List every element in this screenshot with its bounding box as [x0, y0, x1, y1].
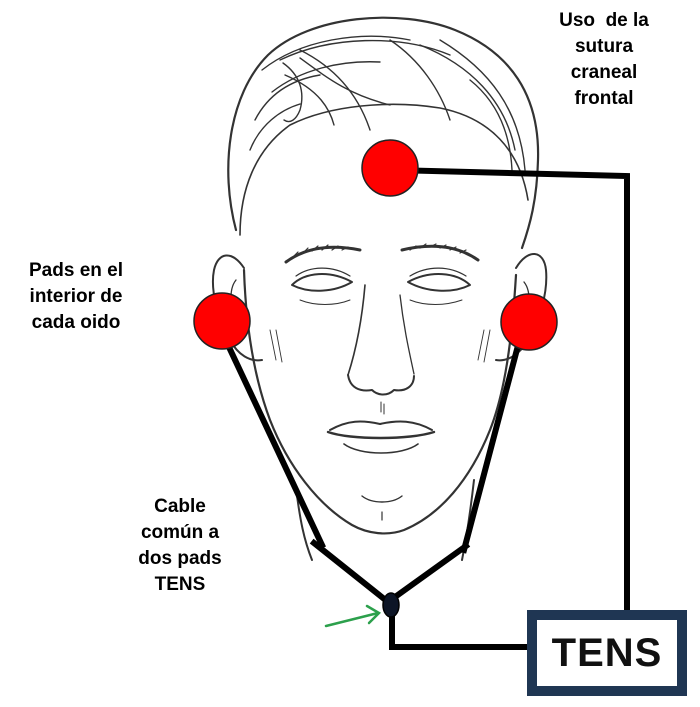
hair-strands — [249, 35, 526, 171]
face-illustration — [212, 16, 548, 561]
nose-bottom — [347, 374, 415, 396]
frontal-pad — [361, 139, 419, 197]
nose-right — [399, 294, 415, 375]
hair-outline — [227, 16, 540, 250]
ear-label-line-1: Pads en el — [29, 260, 123, 281]
frontal-label-line-3: craneal — [570, 62, 638, 83]
right-eyebrow-hatch — [409, 243, 467, 254]
ear-pads-label: Pads en el interior de cada oido — [6, 258, 146, 336]
right-ear-pad — [500, 293, 558, 351]
hairline — [239, 103, 529, 236]
cheek-shading — [269, 329, 491, 363]
left-ear-pad — [193, 292, 251, 350]
pads — [193, 139, 558, 351]
ear-label-line-3: cada oido — [31, 312, 121, 333]
frontal-suture-label: Uso de la sutura craneal frontal — [528, 8, 680, 112]
tens-device-box: TENS — [527, 610, 687, 696]
common-wire-to-tens — [389, 603, 533, 650]
cable-label-line-3: dos pads — [138, 548, 222, 569]
chin — [361, 495, 403, 503]
left-eye — [291, 273, 353, 292]
right-eye — [407, 273, 471, 292]
frontal-label-line-2: sutura — [574, 36, 634, 57]
philtrum — [380, 401, 385, 415]
cable-label-line-2: común a — [140, 522, 220, 543]
frontal-label-line-4: frontal — [574, 88, 634, 109]
face-outline — [242, 268, 518, 535]
tens-device-label: TENS — [551, 630, 663, 675]
common-cable-label: Cable común a dos pads TENS — [110, 494, 250, 598]
right-eyebrow — [400, 244, 480, 262]
cable-label-line-1: Cable — [154, 496, 206, 517]
left-eyebrow — [284, 245, 362, 264]
left-eye-lid — [295, 267, 351, 277]
eye-creases — [299, 299, 463, 305]
left-eyebrow-hatch — [291, 244, 349, 259]
ear-label-line-2: interior de — [29, 286, 123, 307]
frontal-wire — [388, 166, 630, 611]
lower-lip — [343, 443, 419, 454]
cable-label-line-4: TENS — [154, 574, 206, 595]
frontal-label-line-1: Uso de la — [559, 10, 649, 31]
upper-lip — [329, 420, 433, 431]
green-arrow-icon — [324, 604, 382, 628]
mouth-line — [326, 430, 436, 440]
left-ear-wire — [224, 341, 326, 549]
common-junction-connector — [382, 592, 400, 618]
right-eye-lid — [409, 267, 467, 277]
nose-bridge — [347, 284, 366, 376]
right-ear-wire — [460, 334, 524, 554]
wires — [224, 166, 630, 650]
